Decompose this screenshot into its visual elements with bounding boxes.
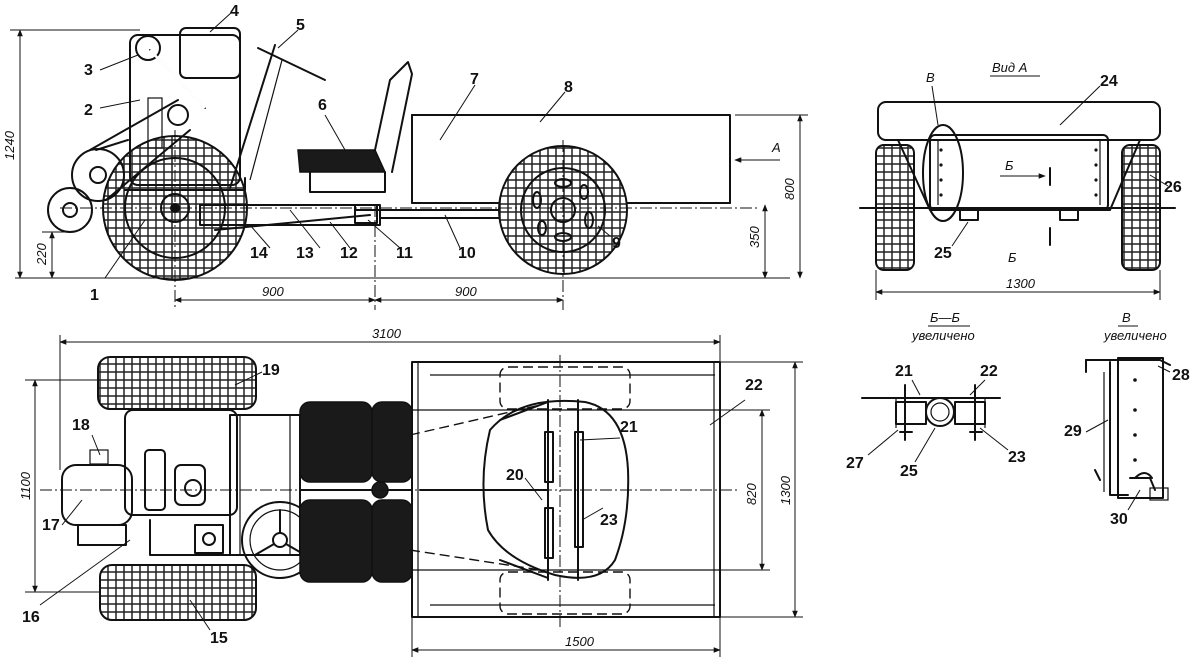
callout-6: 6 — [318, 97, 327, 114]
dim-rear-track: 820 — [744, 483, 759, 505]
front-wheel-right-upper — [371, 401, 413, 483]
callout-22: 22 — [745, 377, 763, 394]
dim-base-front: 900 — [262, 284, 284, 299]
callout-14: 14 — [250, 245, 268, 262]
tractor-wheel-bottom — [99, 564, 257, 621]
callout-20: 20 — [506, 467, 524, 484]
detail-v-callout-29: 29 — [1064, 423, 1082, 440]
callout-7: 7 — [470, 71, 479, 88]
section-bb-callout-25: 25 — [900, 463, 918, 480]
seat-back — [374, 61, 413, 173]
dim-cart-height: 800 — [782, 178, 797, 200]
callout-17: 17 — [42, 517, 60, 534]
side-dimensions: 1240 220 900 900 800 350 — [2, 29, 808, 303]
view-a: Вид А Б Б В 1300 24 25 — [859, 60, 1182, 300]
dim-height-total: 1240 — [2, 130, 17, 160]
callout-26: 26 — [1164, 179, 1182, 196]
callout-18: 18 — [72, 417, 90, 434]
engine-block-top — [124, 409, 238, 516]
front-wheel-left-lower — [299, 499, 373, 583]
callout-12: 12 — [340, 245, 358, 262]
front-wheel-left-upper — [299, 401, 373, 483]
detail-v-subtitle: увеличено — [1103, 328, 1167, 343]
callout-11: 11 — [396, 245, 413, 262]
callout-5: 5 — [296, 17, 305, 34]
callout-4: 4 — [230, 3, 239, 20]
section-bb: Б—Б увеличено 21 22 27 25 23 — [846, 310, 1026, 480]
side-callouts: 1 2 3 4 5 6 7 8 9 10 11 12 13 14 — [84, 3, 621, 304]
starter-handle — [135, 35, 161, 61]
callout-19: 19 — [262, 362, 280, 379]
dim-view-a-width: 1300 — [1006, 276, 1036, 291]
dim-cart-width: 1300 — [778, 475, 793, 505]
gearbox — [61, 464, 133, 526]
callout-23: 23 — [600, 512, 618, 529]
detail-v-board — [1117, 357, 1164, 499]
dim-width-tractor: 1100 — [18, 471, 33, 500]
view-a-box-rim — [877, 101, 1161, 141]
callout-24: 24 — [1100, 73, 1118, 90]
section-bb-callout-27: 27 — [846, 455, 864, 472]
callout-15: 15 — [210, 630, 228, 647]
frame-beam — [199, 204, 381, 226]
dim-base-rear: 900 — [455, 284, 477, 299]
front-wheel-right-lower — [371, 499, 413, 583]
callout-9: 9 — [612, 235, 621, 252]
section-bb-callout-23: 23 — [1008, 449, 1026, 466]
seat-cushion — [297, 149, 387, 173]
callout-10: 10 — [458, 245, 476, 262]
callout-3: 3 — [84, 62, 93, 79]
idler-pulley — [47, 187, 93, 233]
detail-v-marker: В — [926, 70, 935, 85]
engine-body — [129, 34, 241, 186]
callout-21: 21 — [620, 419, 638, 436]
callout-16: 16 — [22, 609, 40, 626]
detail-v-callout-30: 30 — [1110, 511, 1128, 528]
steering-wheel-side — [257, 47, 326, 81]
top-dimensions: 3100 1100 820 1300 1500 — [18, 326, 803, 657]
dim-axle-height: 220 — [34, 243, 49, 266]
dim-length-total: 3100 — [372, 326, 402, 341]
detail-v-title: В — [1122, 310, 1131, 325]
callout-2: 2 — [84, 102, 93, 119]
view-a-tailgate — [929, 134, 1109, 211]
section-bb-title: Б—Б — [930, 310, 960, 325]
callout-13: 13 — [296, 245, 314, 262]
section-bb-axle — [925, 397, 955, 427]
callout-8: 8 — [564, 79, 573, 96]
dim-cart-length: 1500 — [565, 634, 595, 649]
callout-1: 1 — [90, 287, 99, 304]
top-callouts: 15 16 17 18 19 20 21 22 23 — [22, 362, 763, 647]
trailer-wheel-hidden-bottom — [499, 571, 631, 615]
section-marker-bottom: Б — [1008, 250, 1017, 265]
detail-v-ellipse — [922, 124, 964, 222]
cutaway-region — [482, 399, 630, 579]
section-marker-top: Б — [1005, 158, 1014, 173]
side-view: A 1240 220 900 900 800 350 1 2 3 4 5 6 — [2, 3, 808, 310]
section-bb-subtitle: увеличено — [911, 328, 975, 343]
view-a-title: Вид А — [992, 60, 1027, 75]
section-bb-callout-22: 22 — [980, 363, 998, 380]
top-view: 3100 1100 820 1300 1500 15 16 17 18 19 2… — [18, 326, 803, 657]
tractor-wheel-top — [97, 356, 257, 410]
hitch — [354, 204, 378, 224]
detail-v: В увеличено 28 29 30 — [1064, 310, 1190, 528]
view-a-arrow-label: A — [771, 140, 781, 155]
detail-v-callout-28: 28 — [1172, 367, 1190, 384]
trailer-wheel-hidden-top — [499, 366, 631, 410]
dim-cart-axle: 350 — [747, 226, 762, 248]
fuel-tank — [179, 27, 241, 79]
callout-25: 25 — [934, 245, 952, 262]
section-bb-callout-21: 21 — [895, 363, 913, 380]
